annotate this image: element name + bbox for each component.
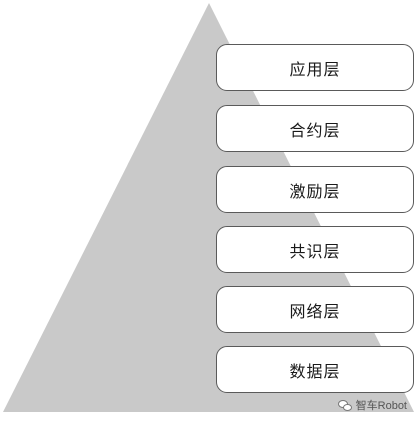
layer-network: 网络层 <box>216 286 414 333</box>
layer-label: 共识层 <box>289 241 341 261</box>
layer-label: 激励层 <box>289 181 341 201</box>
layer-data: 数据层 <box>216 346 414 393</box>
layer-application: 应用层 <box>216 44 414 91</box>
layer-label: 应用层 <box>289 59 341 79</box>
layer-label: 数据层 <box>289 361 341 381</box>
layer-label: 合约层 <box>289 120 341 140</box>
layer-label: 网络层 <box>289 301 341 321</box>
watermark: 智车Robot <box>337 397 407 413</box>
wechat-icon <box>337 399 352 411</box>
layer-consensus: 共识层 <box>216 226 414 273</box>
layer-contract: 合约层 <box>216 105 414 152</box>
layer-incentive: 激励层 <box>216 166 414 213</box>
watermark-text: 智车Robot <box>355 400 407 412</box>
